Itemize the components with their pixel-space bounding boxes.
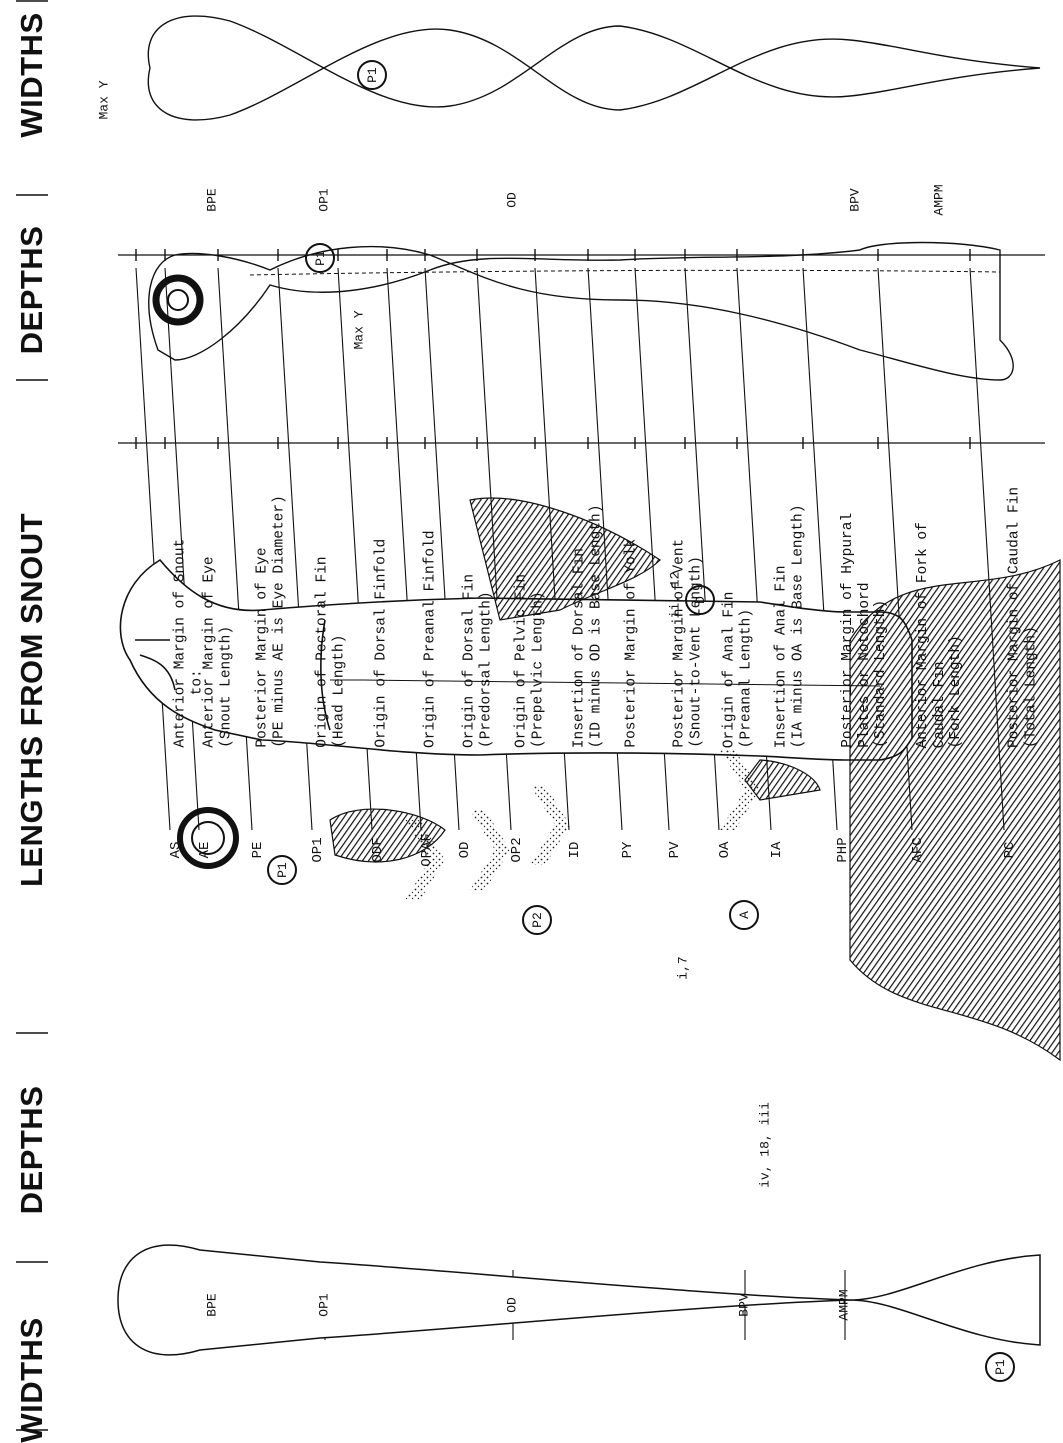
desc-py: Posterior Margin of Yolk: [624, 537, 641, 748]
code-as: AS: [168, 842, 184, 859]
desc-op1: Origin of Pectoral Fin (Head Length): [314, 554, 347, 748]
fin-label-p2: P2: [522, 905, 552, 935]
code-ae: AE: [197, 842, 213, 859]
fin-label-p2-text: P2: [530, 912, 545, 928]
header-widths-left: WIDTHS: [14, 1317, 50, 1442]
fin-label-p1-larva: P1: [305, 243, 335, 273]
fin-rays-caudal: iv, 18, iii: [759, 1102, 774, 1188]
code-opaf: OPAF: [419, 833, 435, 867]
fin-label-a: A: [729, 900, 759, 930]
desc-afc: Anterior Margin of Fork of Caudal Fin (F…: [915, 519, 965, 748]
fin-label-p1-text: P1: [275, 862, 290, 878]
left-width-bpv: BPV: [738, 1293, 753, 1316]
desc-opaf: Origin of Preanal Finfold: [423, 528, 440, 748]
code-ia: IA: [769, 842, 785, 859]
fin-label-p1-larva-dorsal: P1: [357, 60, 387, 90]
desc-pv: Posterior Margin of Vent (Snout-to-Vent …: [671, 537, 704, 748]
right-width-ampm: AMPM: [933, 184, 948, 215]
code-id: ID: [567, 842, 583, 859]
left-width-op1: OP1: [318, 1293, 333, 1316]
desc-od: Origin of Dorsal Fin (Predorsal Length): [461, 572, 494, 748]
desc-php: Posterior Margin of Hypural Plates or No…: [840, 510, 890, 748]
right-width-bpv: BPV: [849, 188, 864, 211]
fin-rays-dorsal: ii, 12: [669, 572, 684, 619]
fin-label-p1-dorsal: P1: [985, 1352, 1015, 1382]
fin-label-d-text: D: [693, 596, 708, 604]
code-odf: ODF: [370, 837, 386, 862]
code-pc: PC: [1002, 842, 1018, 859]
max-y-lateral: Max Y: [353, 310, 368, 349]
right-width-od: OD: [506, 192, 521, 208]
header-depths-right: DEPTHS: [14, 226, 50, 355]
code-od: OD: [457, 842, 473, 859]
fin-label-p1-dorsal-text: P1: [993, 1359, 1008, 1375]
right-width-bpe: BPE: [206, 188, 221, 211]
fin-label-p1-larva-dorsal-text: P1: [365, 67, 380, 83]
max-y-dorsal: Max Y: [98, 80, 113, 119]
code-oa: OA: [717, 842, 733, 859]
fin-label-p1: P1: [267, 855, 297, 885]
desc-op2: Origin of Pelvic Fin (Prepelvic Length): [513, 572, 546, 748]
fin-rays-anal: i,7: [677, 956, 692, 979]
header-widths-right: WIDTHS: [14, 12, 50, 137]
code-py: PY: [620, 842, 636, 859]
left-width-bpe: BPE: [206, 1293, 221, 1316]
left-width-od: OD: [506, 1297, 521, 1313]
header-depths-left: DEPTHS: [14, 1086, 50, 1215]
desc-pe: Posterior Margin of Eye (PE minus AE is …: [254, 493, 287, 748]
code-php: PHP: [835, 837, 851, 862]
left-width-ampm: AMPM: [838, 1289, 853, 1320]
desc-oa: Origin of Anal Fin (Preanal Length): [721, 590, 754, 748]
desc-odf: Origin of Dorsal Finfold: [374, 537, 391, 748]
code-afc: AFC: [910, 837, 926, 862]
desc-ae: Anterior Margin of Eye (Snout Length): [201, 554, 234, 748]
fin-label-d: D: [685, 585, 715, 615]
fin-label-p1-larva-text: P1: [313, 250, 328, 266]
code-op1: OP1: [310, 837, 326, 862]
code-op2: OP2: [509, 837, 525, 862]
header-lengths-from-snout: LENGTHS FROM SNOUT: [14, 513, 50, 887]
code-pe: PE: [250, 842, 266, 859]
desc-ia: Insertion of Anal Fin (IA minus OA is Ba…: [773, 502, 806, 748]
right-width-op1: OP1: [318, 188, 333, 211]
desc-pc: Posterior Margin of Caudal Fin (Total Le…: [1006, 484, 1039, 748]
code-pv: PV: [667, 842, 683, 859]
desc-id: Insertion of Dorsal Fin (ID minus OD is …: [571, 502, 604, 748]
fin-label-a-text: A: [737, 911, 752, 919]
